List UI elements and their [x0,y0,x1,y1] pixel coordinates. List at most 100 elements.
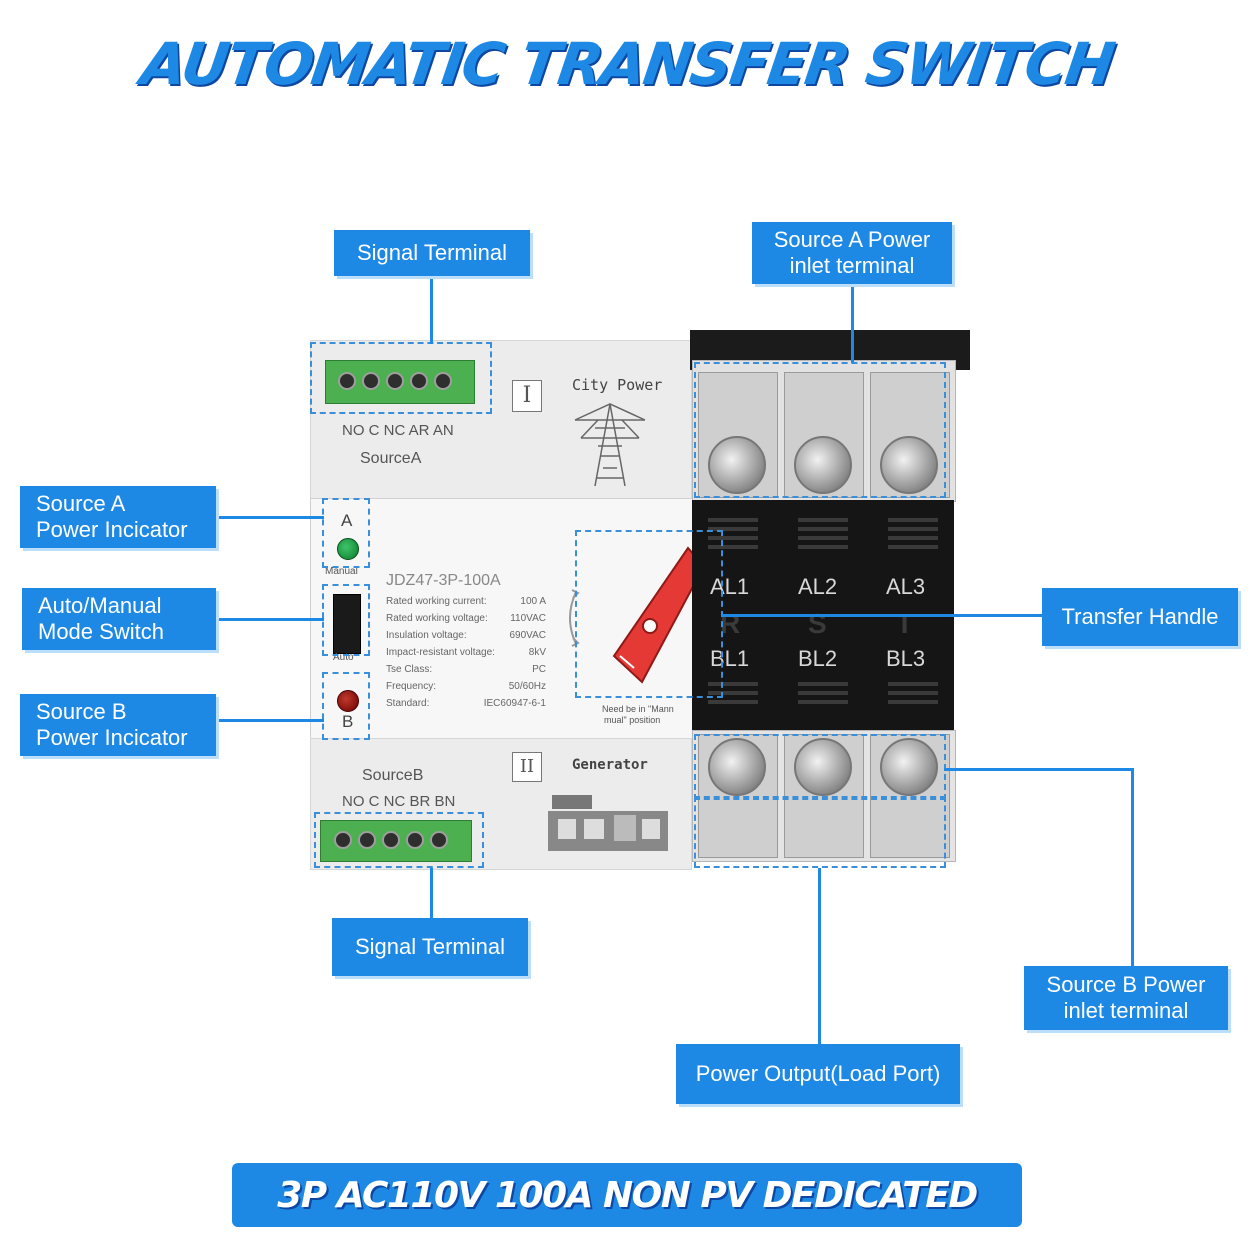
highlight-signal-terminal-bottom [314,812,484,868]
spec-key: Rated working voltage: [386,613,488,624]
screw-icon[interactable] [338,372,356,390]
callout-text-line-2: Mode Switch [38,619,164,644]
source-a-label: SourceA [360,450,422,467]
spec-value: 690VAC [509,630,546,641]
callout-signal-terminal-top: Signal Terminal [334,230,530,276]
spec-value: IEC60947-6-1 [483,698,546,709]
callout-source-a-indicator: Source A Power Incicator [20,486,216,548]
handle-note: Need be in "Mann mual" position [602,704,674,726]
screw-bl2-icon[interactable] [794,738,852,796]
callout-power-output: Power Output(Load Port) [676,1044,960,1104]
highlight-indicator-b [322,672,370,740]
callout-text-line-1: Source B [36,699,127,724]
spec-value: PC [532,664,546,675]
generator-label: Generator [572,757,648,773]
indicator-b-letter: B [342,712,354,731]
spec-key: Standard: [386,698,430,709]
spec-key: Frequency: [386,681,437,692]
screw-icon[interactable] [362,372,380,390]
spec-value: 100 A [520,596,546,607]
connector-power-output [818,868,821,1044]
spec-key: Insulation voltage: [386,630,467,641]
screw-bl3-icon[interactable] [880,738,938,796]
callout-text-line-1: Source A Power [773,227,931,252]
indicator-a-letter: A [341,511,353,530]
spec-key: Impact-resistant voltage: [386,647,495,658]
highlight-source-a-inlet [694,362,946,498]
callout-text-line-1: Source B Power [1046,972,1206,997]
manual-label: Manual [325,566,358,577]
screw-al3-icon[interactable] [880,436,938,494]
terminal-a-pin-labels: NO C NC AR AN [342,422,454,439]
phase-label-t: T [896,608,914,639]
highlight-signal-terminal-top [310,342,492,414]
connector-signal-top [430,276,433,344]
connector-signal-bottom [430,868,433,918]
callout-text: Signal Terminal [354,934,505,959]
callout-source-a-inlet: Source A Power inlet terminal [752,222,952,284]
highlight-indicator-a [322,498,370,568]
screw-icon[interactable] [334,831,352,849]
screw-icon[interactable] [386,372,404,390]
spec-value: 50/60Hz [508,681,546,692]
terminal-a-screws [338,372,468,392]
callout-text: Power Output(Load Port) [695,1061,941,1086]
screw-icon[interactable] [382,831,400,849]
power-pylon-icon [574,403,646,487]
handle-note-line-2: mual" position [604,715,661,725]
city-power-label: City Power [572,376,663,394]
connector-source-b-h [944,768,1134,771]
callout-text-line-1: Source A [36,491,126,516]
page-title: AUTOMATIC TRANSFER SWITCH [136,30,1118,98]
connector-indicator-a [216,516,324,519]
spec-key: Rated working current: [386,596,487,607]
highlight-transfer-handle [575,530,723,698]
callout-text: Signal Terminal [356,240,507,265]
terminal-b-screws [334,831,464,851]
callout-source-b-indicator: Source B Power Incicator [20,694,216,756]
callout-signal-terminal-bottom: Signal Terminal [332,918,528,976]
callout-text: Transfer Handle [1061,604,1219,629]
vent-slots-bottom [708,682,938,704]
screw-icon[interactable] [358,831,376,849]
screw-icon[interactable] [406,831,424,849]
terminal-label-bl2: BL2 [798,646,838,671]
auto-label: Auto [333,652,354,663]
terminal-label-bl1: BL1 [710,646,750,671]
highlight-power-output [694,796,946,868]
spec-key: Tse Class: [386,664,433,675]
callout-mode-switch: Auto/Manual Mode Switch [22,588,216,650]
rotation-arrow-icon [569,589,580,647]
connector-source-b-v [1131,768,1134,966]
spec-value: 8kV [528,647,546,658]
highlight-source-b-inlet [694,734,946,800]
connector-mode-switch [216,618,324,621]
footer-text: 3P AC110V 100A NON PV DEDICATED [277,1174,978,1216]
indicator-a-led [337,538,359,560]
terminal-label-al3: AL3 [886,574,926,599]
screw-bl1-icon[interactable] [708,738,766,796]
vent-slots-top [708,518,938,549]
screw-icon[interactable] [434,372,452,390]
section-i-marker: I [512,380,542,412]
terminal-label-al2: AL2 [798,574,838,599]
screw-icon[interactable] [410,372,428,390]
phase-label-s: S [808,608,827,639]
callout-text-line-2: Power Incicator [36,725,188,750]
indicator-b-led [337,690,359,712]
connector-source-a-inlet [851,283,854,363]
spec-value: 110VAC [510,613,546,624]
callout-text-line-2: inlet terminal [789,253,915,278]
screw-icon[interactable] [430,831,448,849]
callout-source-b-inlet: Source B Power inlet terminal [1024,966,1228,1030]
screw-al2-icon[interactable] [794,436,852,494]
callout-transfer-handle: Transfer Handle [1042,588,1238,646]
screw-al1-icon[interactable] [708,436,766,494]
phase-label-r: R [720,608,741,639]
callout-text-line-2: Power Incicator [36,517,188,542]
terminal-label-bl3: BL3 [886,646,926,671]
auto-manual-mode-switch[interactable] [333,594,361,654]
connector-transfer-handle [722,614,1042,617]
connector-indicator-b [216,719,324,722]
callout-text-line-2: inlet terminal [1063,998,1189,1023]
